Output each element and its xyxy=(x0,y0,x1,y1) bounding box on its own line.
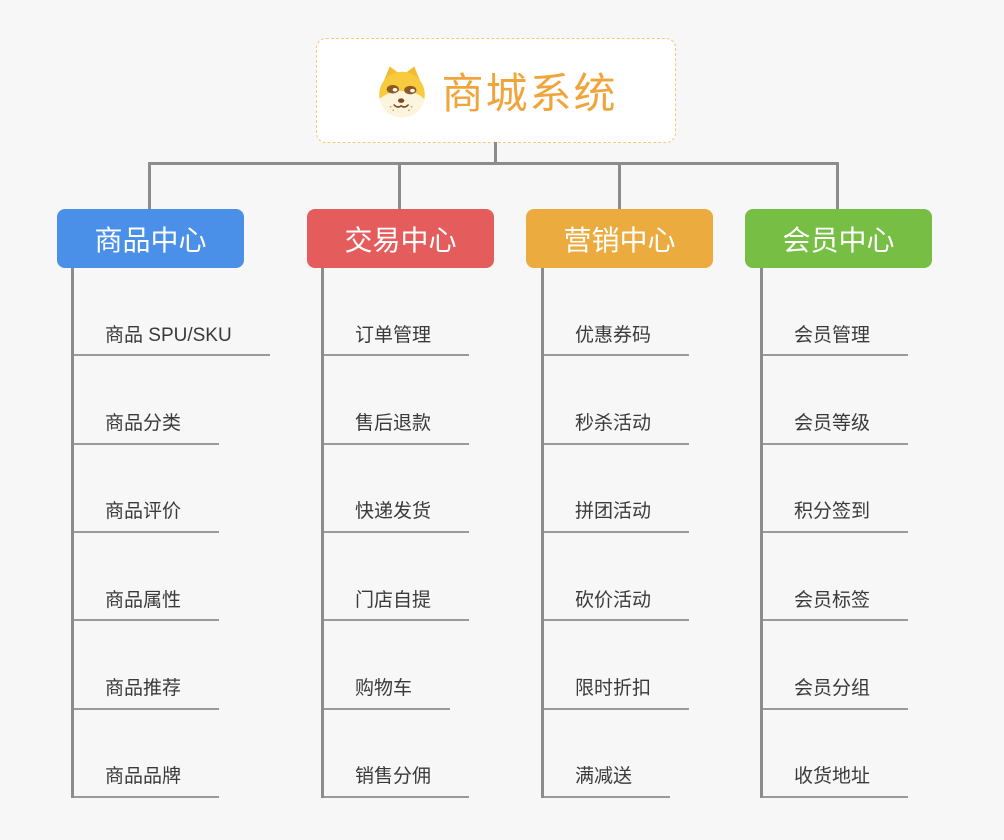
child-label: 商品品牌 xyxy=(74,765,220,798)
child-label: 会员分组 xyxy=(763,677,909,710)
branch-node-marketing[interactable]: 营销中心 xyxy=(526,209,713,268)
child-label: 快递发货 xyxy=(324,500,470,533)
child-node[interactable]: 秒杀活动 xyxy=(544,356,690,445)
branch-label: 会员中心 xyxy=(782,224,895,256)
child-label: 满减送 xyxy=(544,765,671,798)
child-label: 销售分佣 xyxy=(324,765,470,798)
connector-drop-products xyxy=(148,162,151,210)
child-node[interactable]: 优惠券码 xyxy=(544,268,690,357)
child-node[interactable]: 拼团活动 xyxy=(544,445,690,533)
child-node[interactable]: 会员管理 xyxy=(763,268,909,357)
child-label: 商品分类 xyxy=(74,412,220,445)
child-label: 拼团活动 xyxy=(544,500,690,533)
child-label: 收货地址 xyxy=(763,765,909,798)
child-node[interactable]: 商品属性 xyxy=(74,533,270,622)
branch-node-members[interactable]: 会员中心 xyxy=(745,209,932,268)
child-node[interactable]: 销售分佣 xyxy=(324,710,470,798)
connector-drop-trade xyxy=(398,162,401,210)
child-node[interactable]: 订单管理 xyxy=(324,268,470,357)
child-label: 优惠券码 xyxy=(544,324,690,357)
child-label: 秒杀活动 xyxy=(544,412,690,445)
child-label: 商品 SPU/SKU xyxy=(74,324,270,357)
child-node[interactable]: 会员标签 xyxy=(763,533,909,622)
child-label: 门店自提 xyxy=(324,589,470,622)
child-node[interactable]: 满减送 xyxy=(544,710,689,798)
child-label: 售后退款 xyxy=(324,412,470,445)
child-node[interactable]: 门店自提 xyxy=(324,533,470,622)
child-label: 会员管理 xyxy=(763,324,909,357)
child-node[interactable]: 收货地址 xyxy=(763,710,909,798)
branch-node-products[interactable]: 商品中心 xyxy=(57,209,244,268)
branch-node-trade[interactable]: 交易中心 xyxy=(307,209,494,268)
child-node[interactable]: 砍价活动 xyxy=(544,533,690,622)
child-node[interactable]: 快递发货 xyxy=(324,445,470,533)
child-label: 会员等级 xyxy=(763,412,909,445)
child-label: 订单管理 xyxy=(324,324,470,357)
child-label: 会员标签 xyxy=(763,589,909,622)
child-label: 购物车 xyxy=(324,677,451,710)
child-label: 商品评价 xyxy=(74,500,220,533)
child-node[interactable]: 商品品牌 xyxy=(74,710,270,798)
root-node[interactable]: 商城系统 xyxy=(316,38,676,143)
connector-horizontal-bar xyxy=(148,162,839,165)
connector-drop-members xyxy=(836,162,839,210)
child-node[interactable]: 积分签到 xyxy=(763,445,909,533)
dog-icon xyxy=(379,66,426,117)
child-node[interactable]: 商品分类 xyxy=(74,356,270,445)
child-label: 商品属性 xyxy=(74,589,220,622)
child-label: 限时折扣 xyxy=(544,677,690,710)
child-node[interactable]: 会员等级 xyxy=(763,356,909,445)
connector-drop-marketing xyxy=(618,162,621,210)
child-node[interactable]: 商品推荐 xyxy=(74,621,270,710)
branch-children-members: 会员管理 会员等级 积分签到 会员标签 会员分组 收货地址 xyxy=(760,268,909,798)
child-node[interactable]: 限时折扣 xyxy=(544,621,690,710)
child-node[interactable]: 商品评价 xyxy=(74,445,270,533)
child-label: 积分签到 xyxy=(763,500,909,533)
branch-label: 商品中心 xyxy=(94,224,207,256)
connector-root-stem xyxy=(494,142,497,163)
root-title: 商城系统 xyxy=(441,70,618,117)
child-node[interactable]: 商品 SPU/SKU xyxy=(74,268,270,357)
branch-label: 交易中心 xyxy=(344,224,457,256)
branch-label: 营销中心 xyxy=(563,224,676,256)
child-node[interactable]: 会员分组 xyxy=(763,621,909,710)
child-node[interactable]: 购物车 xyxy=(324,621,469,710)
branch-children-trade: 订单管理 售后退款 快递发货 门店自提 购物车 销售分佣 xyxy=(321,268,470,798)
branch-children-products: 商品 SPU/SKU 商品分类 商品评价 商品属性 商品推荐 商品品牌 xyxy=(71,268,270,798)
branch-children-marketing: 优惠券码 秒杀活动 拼团活动 砍价活动 限时折扣 满减送 xyxy=(541,268,690,798)
child-label: 砍价活动 xyxy=(544,589,690,622)
child-node[interactable]: 售后退款 xyxy=(324,356,470,445)
child-label: 商品推荐 xyxy=(74,677,220,710)
